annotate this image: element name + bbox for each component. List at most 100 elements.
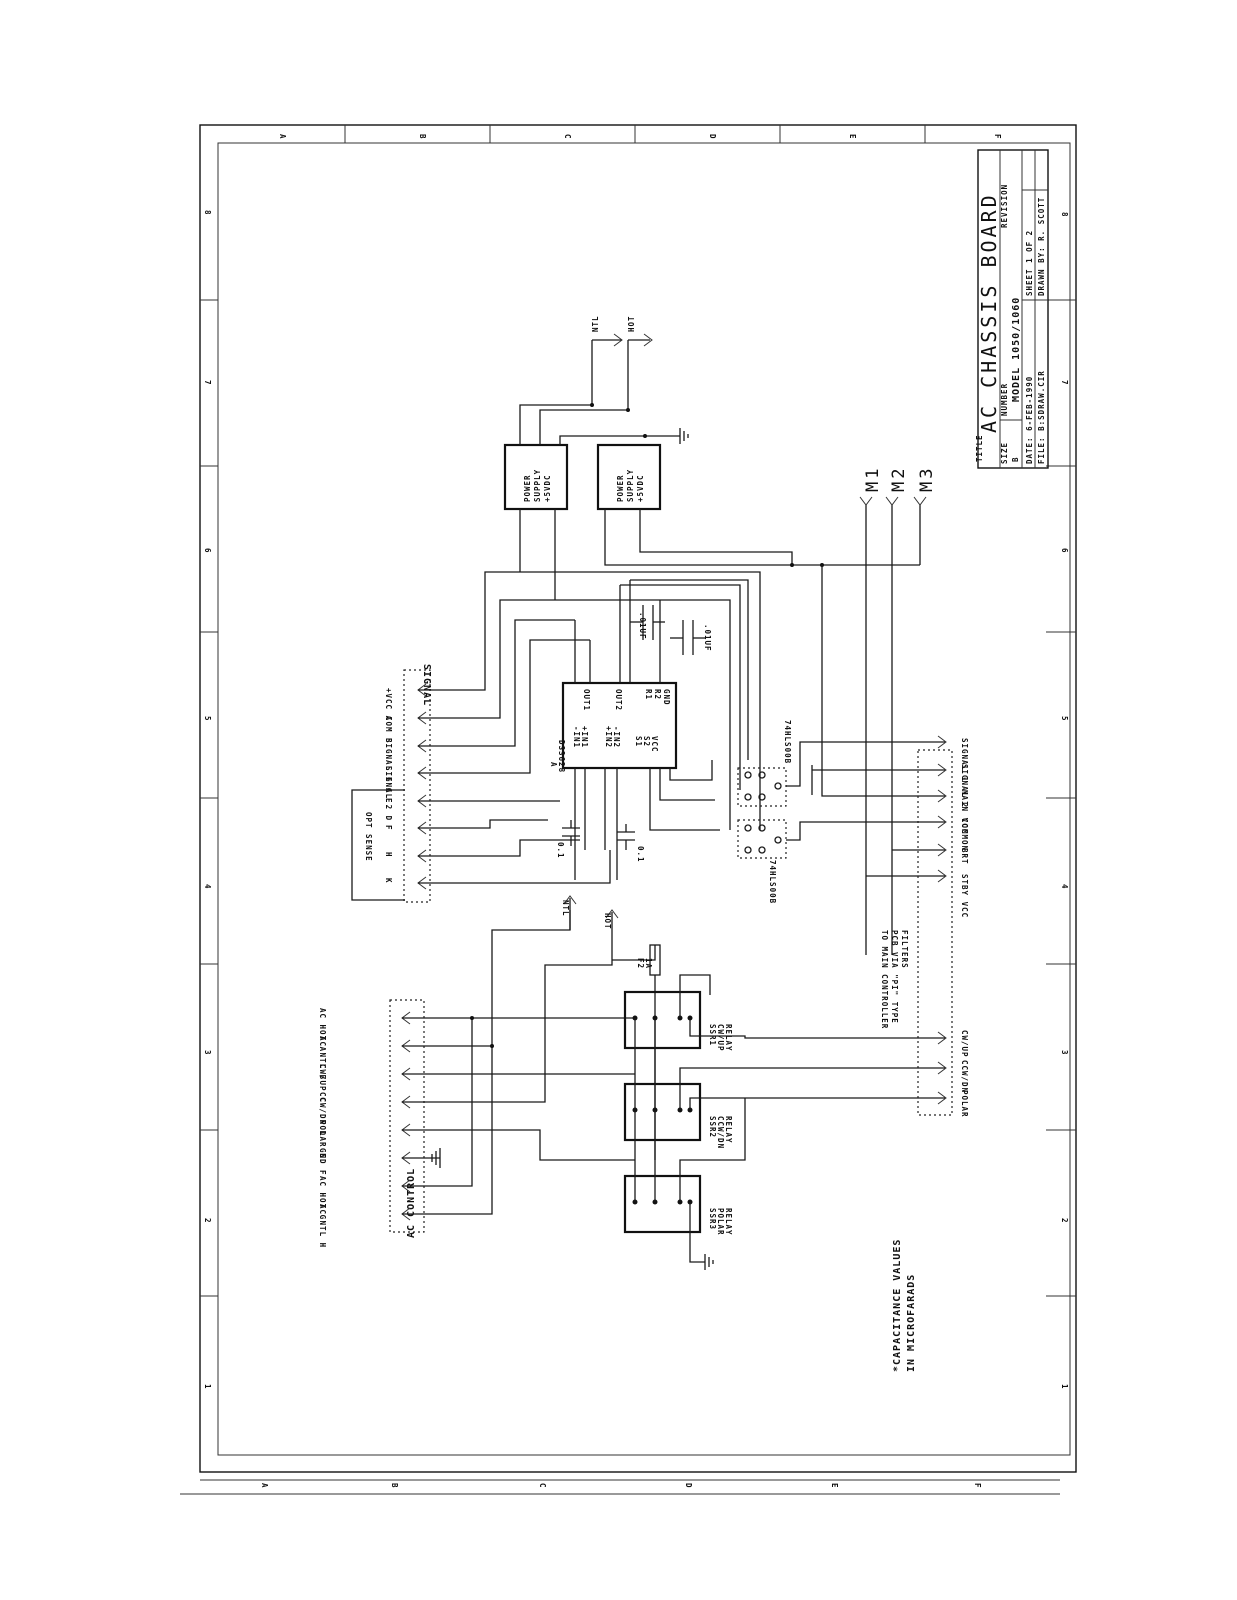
relay-ssr3: SSR3 POLAR RELAY <box>623 1098 746 1270</box>
ic-pin-r1: R1 <box>644 689 653 700</box>
ac-pin-e: POLAR E <box>318 1120 327 1159</box>
main-pin-main-vcc: MAIN VCC <box>960 790 969 834</box>
main-connector-wiring <box>786 565 947 1105</box>
zone-number-2-right: 2 <box>1060 1218 1069 1224</box>
zone-number-3-right: 3 <box>1060 1050 1069 1056</box>
title-block: TITLE AC CHASSIS BOARD SIZE B NUMBER MOD… <box>975 149 1049 469</box>
psu-output-wiring <box>519 509 920 600</box>
m-nets: M1 M2 M3 <box>859 466 937 955</box>
capacitor-0.1-2: 0.1 <box>617 824 645 863</box>
main-pin-cw-up: CW/UP <box>960 1030 969 1058</box>
psu2-line3: +5VDC <box>636 474 645 502</box>
ic-pin-s1: S1 <box>634 736 643 747</box>
buffer-74hls00b-2: 74HLS00B <box>737 819 787 904</box>
zone-number-5-left: 5 <box>203 716 212 722</box>
zone-letter-b-top: B <box>418 134 427 140</box>
psu-ntl-label: NTL <box>591 315 600 332</box>
signal-pin-h: H <box>384 852 393 858</box>
psu1-line1: POWER <box>523 474 532 502</box>
ic-pin-r2: R2 <box>653 689 662 700</box>
zone-number-4-right: 4 <box>1060 884 1069 890</box>
zone-number-8-right: 8 <box>1060 212 1069 218</box>
main-note-line1: TO MAIN CONTROLLER <box>880 930 889 1029</box>
ssr1-ref: SSR1 <box>708 1024 717 1046</box>
psu-input-wiring: NTL HOT <box>519 315 689 445</box>
main-pin-polar: POLAR <box>960 1090 969 1118</box>
ic-pin-in1p: +IN1 <box>580 726 589 748</box>
relay-ssr2: SSR2 CCW/DN RELAY <box>623 1067 945 1149</box>
ssr3-ref: SSR3 <box>708 1208 717 1230</box>
zone-number-5-right: 5 <box>1060 716 1069 722</box>
zone-letter-e-bottom: E <box>830 1483 839 1489</box>
psu1-line3: +5VDC <box>543 474 552 502</box>
ac-pin-a: AC HOT A <box>318 1008 327 1052</box>
zone-letter-c-bottom: C <box>538 1483 547 1489</box>
signal-pin-d: SIGNAL 2 D <box>384 766 393 821</box>
size-label: SIZE <box>1000 442 1009 464</box>
cap2-label: .01UF <box>703 624 712 652</box>
signal-pin-c: SIGNAL 1 C <box>384 738 393 793</box>
main-pin-labels: SIGNAL 1 SIGNAL 2 MAIN VCC COMMON BRT ST… <box>960 738 969 1118</box>
ac-pin-f: GND F <box>318 1148 327 1176</box>
ac-pin-c: CW/UP C <box>318 1064 327 1103</box>
ac-pin-d: CCW/DN D <box>318 1092 327 1136</box>
signal-pin-k: K <box>384 878 393 884</box>
ssr2-func: CCW/DN <box>716 1116 725 1149</box>
ssr1-type: RELAY <box>724 1024 733 1052</box>
ground-icon <box>679 428 689 444</box>
ic-pin-gnd: GND <box>662 689 671 706</box>
psu2-line1: POWER <box>616 474 625 502</box>
ac-pin-g: AC HOT G <box>318 1176 327 1220</box>
m2-label: M2 <box>889 466 909 492</box>
cap1-label: .01UF <box>638 612 647 640</box>
date-text: DATE: 6-FEB-1990 <box>1025 376 1034 464</box>
ic-pin-out2: OUT2 <box>614 689 623 711</box>
zone-number-4-left: 4 <box>203 884 212 890</box>
ic-pin-in2n: -IN2 <box>612 726 621 748</box>
power-supply-1: POWER SUPPLY +5VDC <box>503 443 569 511</box>
capacitor-0.1-1: 0.1 <box>556 820 580 859</box>
relay-common-bus <box>634 1018 656 1202</box>
ac-control-connector: AC CONTROL <box>389 999 425 1238</box>
main-pin-brt: BRT <box>960 848 969 865</box>
capacitance-note: *CAPACITANCE VALUES IN MICROFARADS <box>892 1239 917 1372</box>
signal-pin-f: F <box>384 825 393 831</box>
ssr2-ref: SSR2 <box>708 1116 717 1138</box>
main-pin-ccw-dn: CCW/DN <box>960 1060 969 1093</box>
zone-letter-f-top: F <box>993 134 1002 140</box>
zone-number-3-left: 3 <box>203 1050 212 1056</box>
border-zone-labels: A B C D E F A B C D E F 8 7 6 5 4 3 2 1 … <box>203 134 1069 1489</box>
fuse-label: F2 <box>636 958 645 969</box>
main-pin-signal2: SIGNAL 2 <box>960 764 969 808</box>
number-label: NUMBER <box>1000 383 1009 416</box>
zone-letter-a-top: A <box>278 134 287 140</box>
ic-ref: A <box>549 762 558 768</box>
zone-number-6-left: 6 <box>203 548 212 554</box>
ac-pin-h: AC NTL H <box>318 1204 327 1248</box>
psu-hot-label: HOT <box>627 315 636 332</box>
ac-pin-b: AC NTL B <box>318 1036 327 1080</box>
zone-number-1-right: 1 <box>1060 1384 1069 1390</box>
signal-connector-label: SIGNAL <box>421 664 432 706</box>
buf2-label: 74HLS00B <box>768 860 777 904</box>
zone-number-7-left: 7 <box>203 380 212 386</box>
cap4-label: 0.1 <box>636 846 645 863</box>
ic-part: DS3628 <box>557 740 566 773</box>
psu1-line2: SUPPLY <box>533 469 542 502</box>
main-connector-note: TO MAIN CONTROLLER PCB VIA "PI" TYPE FIL… <box>880 930 909 1029</box>
main-controller-connector <box>917 749 953 1116</box>
main-pin-common: COMMON <box>960 818 969 851</box>
drawn-by-text: DRAWN BY: R. SCOTT <box>1037 197 1046 296</box>
signal-pin-e: E <box>384 798 393 804</box>
sheet-text: SHEET 1 OF 2 <box>1025 230 1034 296</box>
relay-ssr1: SSR1 CW/UP RELAY <box>623 974 945 1052</box>
zone-letter-d-bottom: D <box>684 1483 693 1489</box>
zone-letter-b-bottom: B <box>390 1483 399 1489</box>
power-supply-2: POWER SUPPLY +5VDC <box>596 443 662 511</box>
ssr3-func: POLAR <box>716 1208 725 1236</box>
buffer-74hls00b-1: 74HLS00B <box>737 720 792 807</box>
ic-pin-out1: OUT1 <box>582 689 591 711</box>
ic-ds3628: A DS3628 -IN1 +IN1 +IN2 -IN2 S1 S2 VCC O… <box>549 681 678 773</box>
zone-number-7-right: 7 <box>1060 380 1069 386</box>
ic-pin-in1n: -IN1 <box>572 726 581 748</box>
